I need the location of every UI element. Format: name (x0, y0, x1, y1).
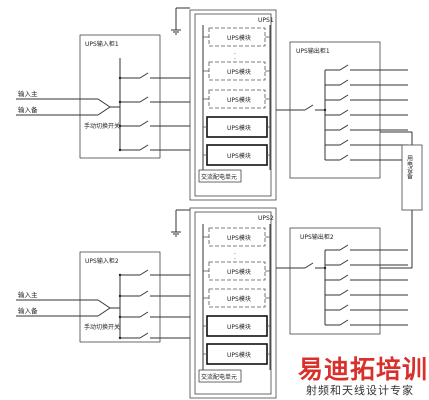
manual-switch-blade-2 (97, 299, 111, 309)
ups2-module-solid-2-label: UPS模块 (227, 351, 251, 359)
manual-switch-label-1: 手动切换开关 (84, 122, 120, 130)
ups2-frame (189, 207, 277, 399)
ups2-module-dashed-3-label: UPS模块 (227, 295, 251, 303)
ups1-module-dashed-1-label: UPS模块 (227, 34, 251, 42)
ups1-ac-distribution-box (198, 169, 242, 183)
upper-system: UPS输入柜1 输入主 输入备 手动切换开关 (16, 7, 408, 201)
watermark: 易迪拓培训 射频和天线设计专家 (292, 350, 429, 400)
ups2-ac-distribution-box (198, 369, 242, 383)
load-equipment-label: 用电设备 (406, 155, 413, 180)
ups2-module-dashed-2-label: UPS模块 (227, 268, 251, 276)
ups1-frame (189, 9, 277, 201)
svg-text:·: · (234, 51, 236, 58)
ups2-module-solid-1-label: UPS模块 (227, 323, 251, 331)
input-main-label-2: 输入主 (18, 290, 38, 299)
ups1-module-solid-1-label: UPS模块 (227, 124, 251, 132)
watermark-sub-text: 射频和天线设计专家 (306, 384, 414, 397)
ups1-label: UPS1 (258, 17, 274, 24)
ups2-module-dashed-1-label: UPS模块 (227, 234, 251, 242)
input-cabinet-2-label: UPS输入柜2 (85, 257, 119, 265)
ups1-module-dashed-2-label: UPS模块 (227, 68, 251, 76)
output-cabinet-1-label: UPS输出柜1 (296, 47, 330, 55)
output-branch-switches-1 (323, 64, 408, 161)
manual-switch-blade-1 (97, 98, 111, 108)
output-cabinet-2-box (289, 227, 381, 335)
svg-text:·: · (234, 251, 236, 258)
input-branch-switches-2 (118, 269, 190, 340)
watermark-main-text: 易迪拓培训 (298, 355, 429, 384)
input-branch-switches-1 (118, 72, 190, 152)
svg-text:·: · (234, 56, 236, 63)
output-branch-switches-2 (323, 244, 408, 326)
input-backup-label-2: 输入备 (18, 306, 38, 315)
output-cabinet-2-label: UPS输出柜2 (300, 233, 334, 241)
ups2-ac-distribution-label: 交流配电单元 (201, 373, 237, 381)
input-backup-label-1: 输入备 (18, 105, 38, 114)
manual-switch-label-2: 手动切换开关 (84, 323, 120, 331)
ups2-label: UPS2 (258, 215, 274, 222)
input-cabinet-1-label: UPS输入柜1 (85, 40, 119, 48)
svg-text:·: · (234, 256, 236, 263)
ups1-module-solid-2-label: UPS模块 (227, 152, 251, 160)
input-main-label-1: 输入主 (18, 89, 38, 98)
lower-system: UPS输入柜2 输入主 输入备 手动切换开关 UPS2 (16, 207, 408, 399)
ground-symbol-1 (171, 7, 190, 35)
output-cabinet-1-box (289, 41, 381, 179)
ups1-ac-distribution-label: 交流配电单元 (201, 173, 237, 181)
ground-symbol-2 (171, 209, 190, 237)
ups1-module-dashed-3-label: UPS模块 (227, 96, 251, 104)
